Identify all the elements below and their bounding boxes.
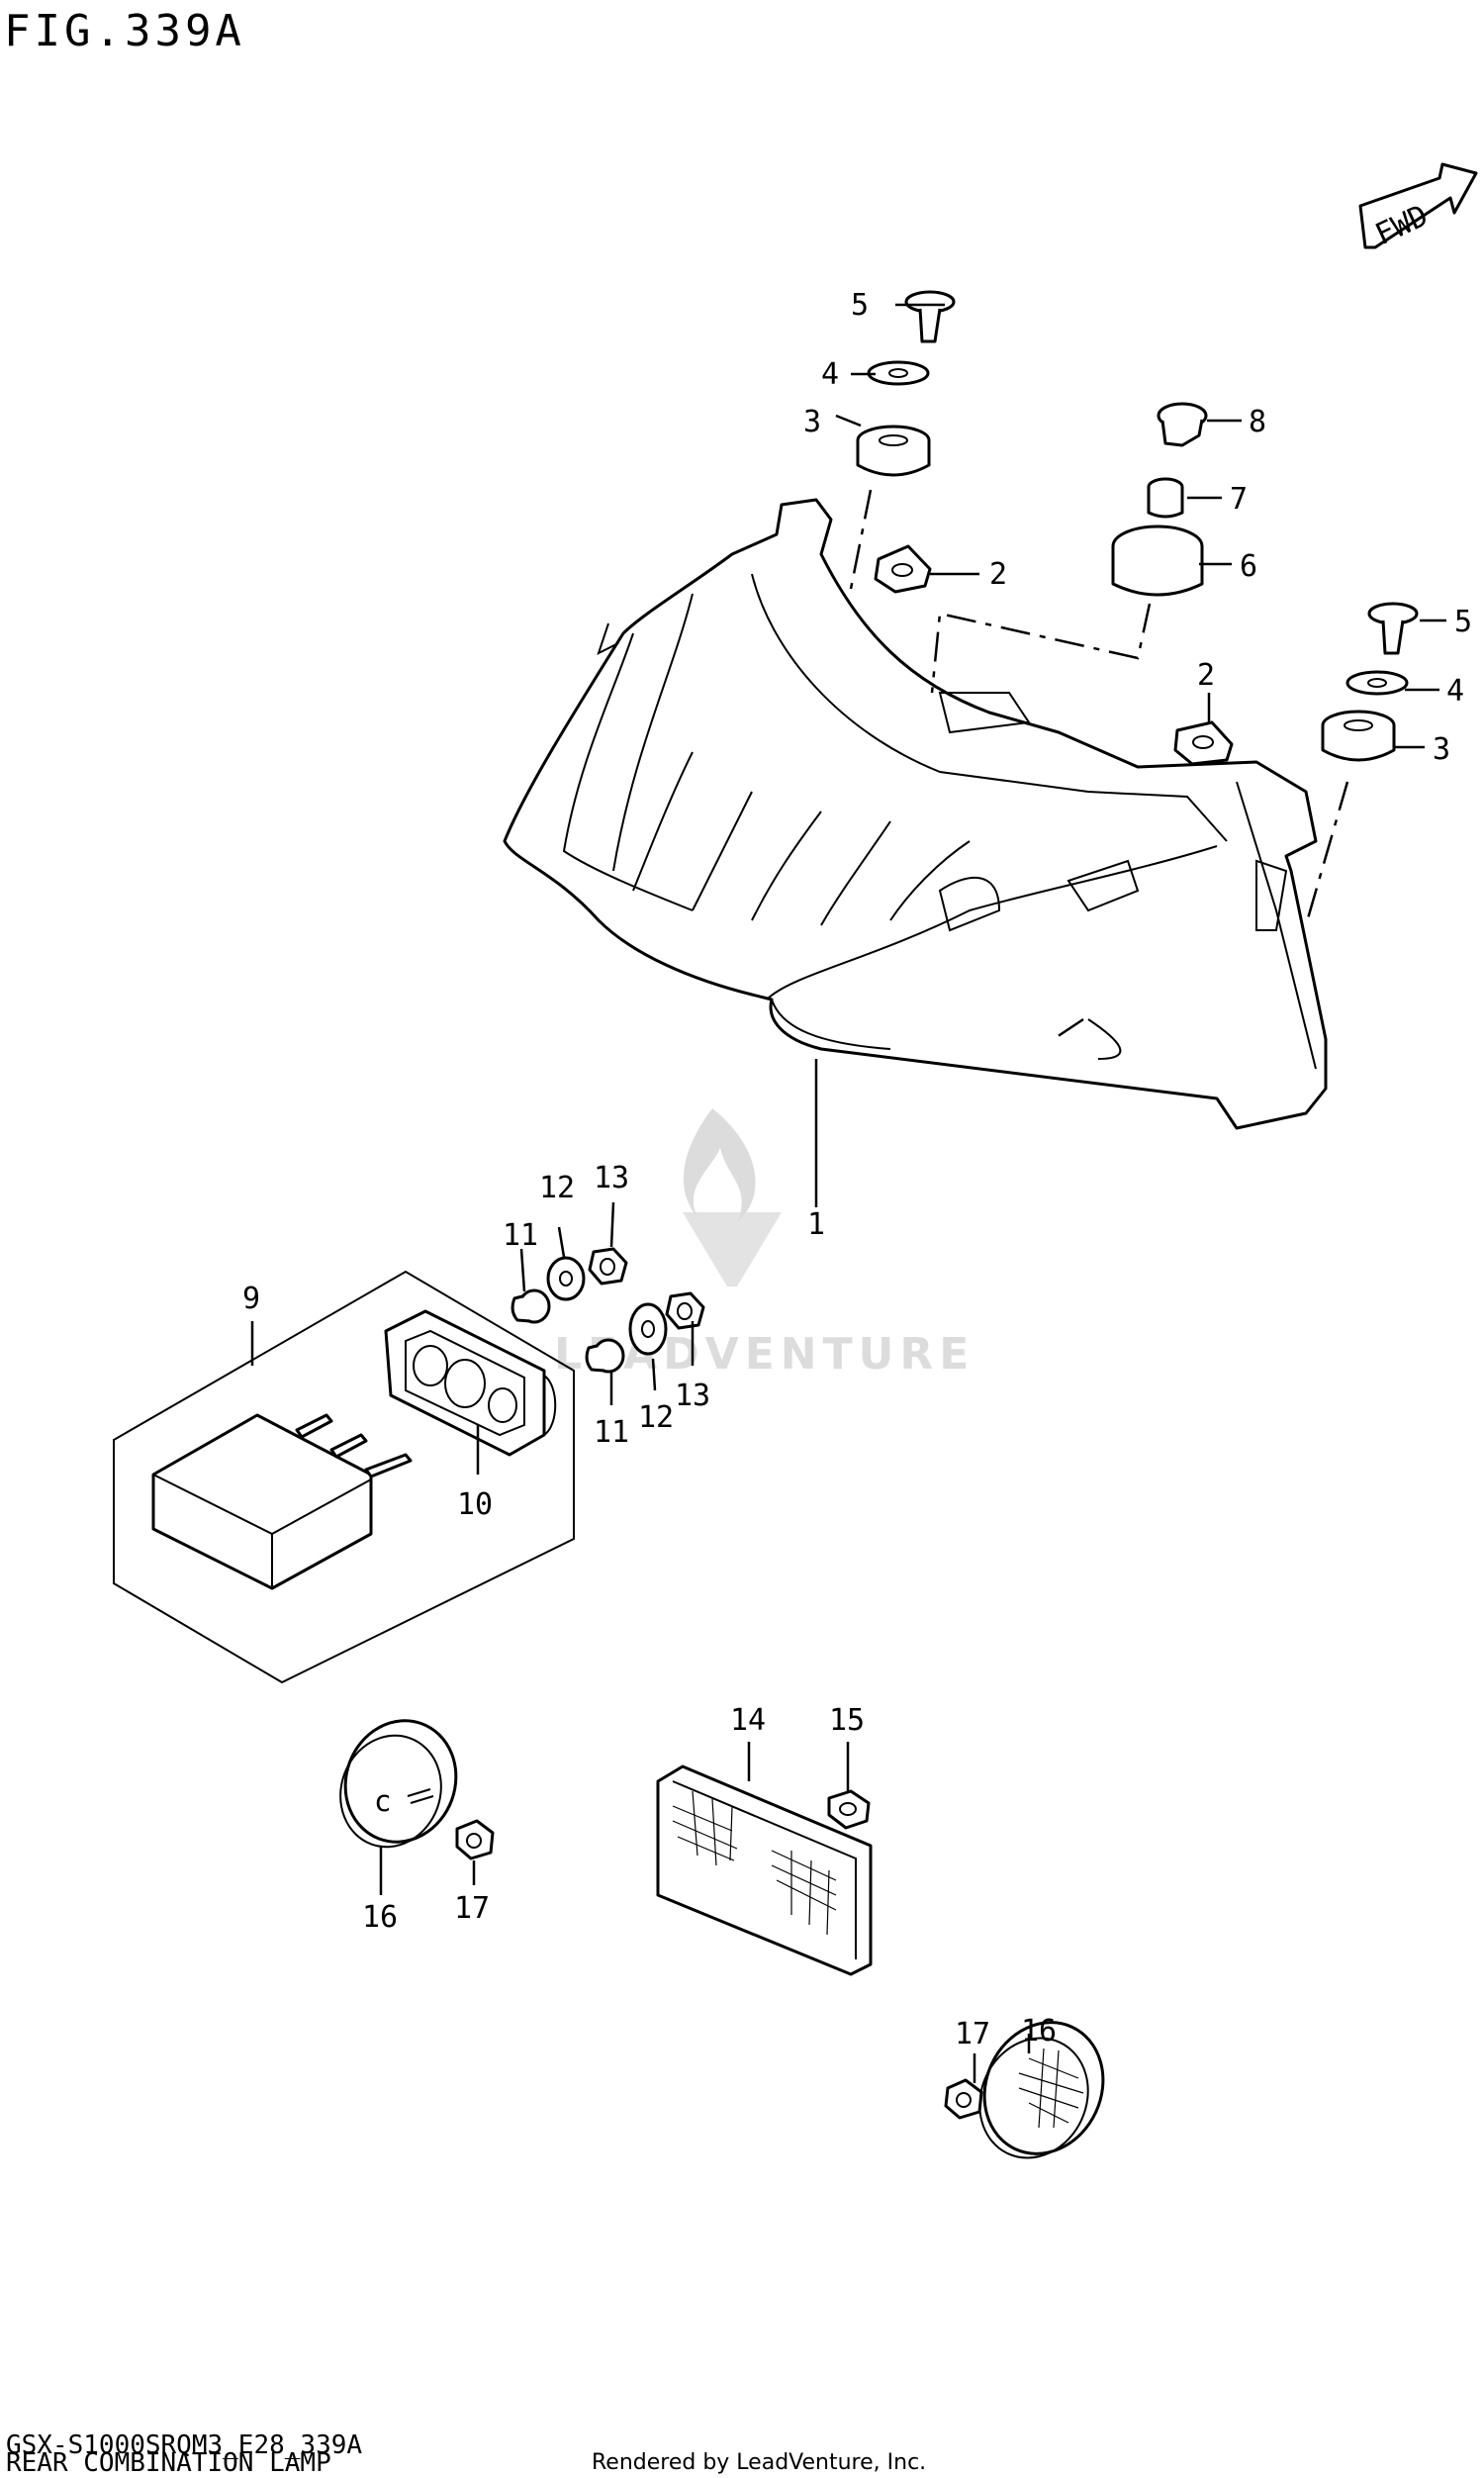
callout-12: 12 bbox=[539, 1171, 575, 1205]
callout-6: 6 bbox=[1240, 549, 1257, 584]
part-10-gasket bbox=[384, 1309, 557, 1457]
callout-10: 10 bbox=[457, 1487, 493, 1522]
callout-5: 5 bbox=[1454, 605, 1472, 639]
part-17-nut-right bbox=[944, 2078, 983, 2120]
part-12-washer-upper bbox=[546, 1256, 586, 1301]
part-11-collar-upper bbox=[510, 1288, 551, 1324]
part-9-lamp-assembly bbox=[113, 1270, 575, 1684]
render-credit: Rendered by LeadVenture, Inc. bbox=[592, 2450, 927, 2475]
callout-3: 3 bbox=[803, 405, 821, 439]
callout-4: 4 bbox=[821, 357, 839, 392]
part-2-clip-upper bbox=[874, 544, 932, 594]
callout-17: 17 bbox=[454, 1891, 490, 1926]
callout-13: 13 bbox=[675, 1379, 710, 1413]
part-13-nut-upper bbox=[588, 1247, 628, 1286]
watermark: LEADVENTURE bbox=[554, 1108, 969, 1380]
callout-11: 11 bbox=[503, 1218, 538, 1253]
fwd-arrow-icon: FWD bbox=[1358, 162, 1478, 252]
callout-14: 14 bbox=[730, 1703, 766, 1738]
part-14-reflector bbox=[656, 1764, 873, 1976]
callout-5: 5 bbox=[851, 288, 869, 323]
callout-labels: 5 4 3 8 7 6 2 5 4 2 3 1 12 13 11 9 13 11… bbox=[242, 288, 1472, 2051]
part-4-washer-upper bbox=[867, 360, 930, 386]
svg-text:c: c bbox=[374, 1784, 391, 1818]
part-4-washer-right bbox=[1345, 670, 1409, 696]
callout-12: 12 bbox=[638, 1400, 674, 1435]
leader-lines bbox=[250, 303, 1446, 2083]
callout-1: 1 bbox=[807, 1207, 825, 1242]
part-17-nut-left bbox=[455, 1819, 495, 1860]
part-6-cushion bbox=[1111, 524, 1204, 597]
part-12-washer-lower bbox=[628, 1302, 668, 1356]
part-7-collar bbox=[1147, 477, 1184, 519]
part-13-nut-lower bbox=[665, 1291, 705, 1330]
model-code: GSX-S1000SRQM3_E28_339A bbox=[6, 2430, 363, 2460]
callout-9: 9 bbox=[242, 1282, 260, 1316]
part-3-grommet-upper bbox=[856, 425, 931, 477]
callout-2: 2 bbox=[1197, 658, 1215, 693]
watermark-v-icon bbox=[683, 1212, 782, 1287]
part-2-clip-right bbox=[1173, 720, 1234, 766]
part-8-bolt bbox=[1157, 402, 1208, 447]
part-3-grommet-right bbox=[1321, 710, 1396, 762]
callout-13: 13 bbox=[594, 1161, 629, 1195]
part-11-collar-lower bbox=[585, 1338, 625, 1374]
part-5-screw-right bbox=[1367, 602, 1419, 655]
part-1-rear-cowl bbox=[503, 498, 1328, 1130]
figure-title: FIG.339A bbox=[4, 6, 245, 56]
callout-17: 17 bbox=[955, 2017, 990, 2051]
part-16-reflector-round-right bbox=[978, 2021, 1105, 2159]
watermark-flame-icon bbox=[683, 1108, 756, 1222]
callout-7: 7 bbox=[1230, 482, 1248, 517]
callout-3: 3 bbox=[1433, 732, 1450, 767]
callout-4: 4 bbox=[1446, 674, 1464, 709]
callout-11: 11 bbox=[594, 1415, 629, 1450]
callout-2: 2 bbox=[989, 557, 1007, 592]
section-title: REAR COMBINATION LAMP bbox=[6, 2448, 331, 2478]
part-15-nut bbox=[827, 1789, 871, 1830]
part-5-screw-upper bbox=[904, 290, 956, 343]
part-16-reflector-round-left: c bbox=[339, 1719, 458, 1849]
callout-16: 16 bbox=[1021, 2014, 1057, 2049]
callout-16: 16 bbox=[362, 1900, 398, 1935]
callout-15: 15 bbox=[829, 1703, 865, 1738]
callout-8: 8 bbox=[1249, 405, 1266, 439]
